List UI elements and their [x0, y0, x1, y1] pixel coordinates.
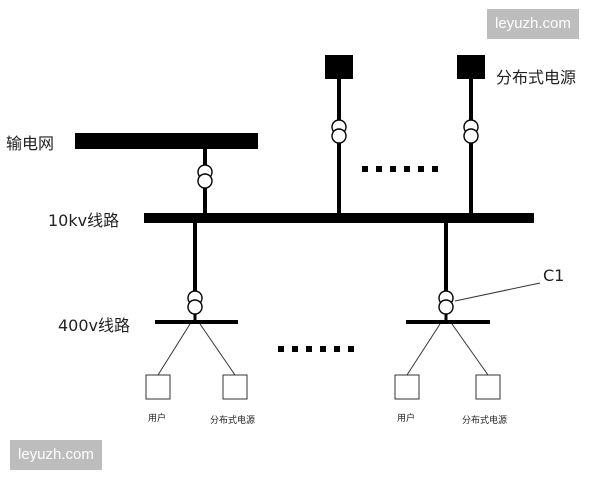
distribution-transformer-right-icon	[438, 290, 454, 315]
watermark-top: leyuzh.com	[487, 9, 579, 39]
c1-leader-line	[454, 282, 541, 302]
load-right-user-wire	[406, 323, 441, 376]
c1-label: C1	[543, 266, 565, 285]
ellipsis-bottom	[278, 346, 354, 352]
grid-transformer-icon	[197, 164, 213, 189]
bus-10kv	[144, 213, 534, 223]
distributed-source-1-block	[325, 55, 353, 79]
ellipsis-top	[362, 166, 438, 172]
load-left-user-box	[145, 374, 171, 400]
load-right-user-box	[394, 374, 420, 400]
load-left-source-label: 分布式电源	[210, 416, 256, 426]
load-right-user-label: 用户	[397, 414, 416, 424]
line-400v-label: 400v线路	[58, 316, 131, 335]
load-left-user-label: 用户	[148, 414, 167, 424]
bus-400v-right	[406, 320, 490, 324]
load-left-source-box	[222, 374, 248, 400]
source-1-transformer-icon	[331, 119, 347, 144]
watermark-bottom: leyuzh.com	[10, 440, 102, 470]
transmission-grid-label: 输电网	[6, 134, 55, 153]
load-left-source-wire	[199, 323, 236, 376]
load-right-source-box	[475, 374, 501, 400]
distribution-transformer-left-icon	[187, 290, 203, 315]
distributed-source-2-block	[457, 55, 485, 79]
distributed-source-label: 分布式电源	[496, 68, 577, 87]
load-left-user-wire	[157, 323, 191, 376]
bus-400v-left	[155, 320, 238, 324]
transmission-grid-bus	[75, 133, 258, 149]
load-right-source-label: 分布式电源	[462, 416, 508, 426]
source-2-transformer-icon	[463, 119, 479, 144]
line-10kv-label: 10kv线路	[48, 211, 120, 230]
load-right-source-wire	[451, 323, 489, 376]
